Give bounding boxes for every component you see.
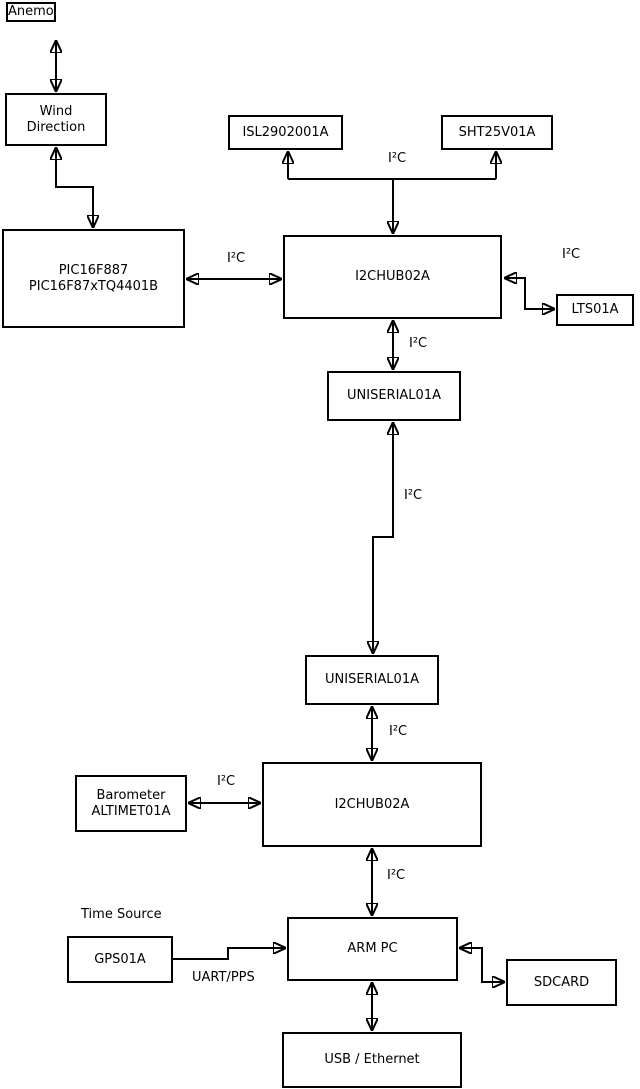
- node-isl2902001a: ISL2902001A: [228, 115, 343, 150]
- edge-label-i2c-hub2-armpc: I²C: [387, 868, 406, 883]
- edge-label-i2c-uniserial-link: I²C: [404, 488, 423, 503]
- node-uniserial01a-1: UNISERIAL01A: [327, 371, 461, 421]
- node-arm-pc: ARM PC: [287, 917, 458, 981]
- edge-label-uart-pps: UART/PPS: [192, 970, 255, 985]
- edge-uniserial1-uniserial2: [373, 422, 393, 654]
- node-sdcard: SDCARD: [506, 959, 617, 1006]
- node-sht25v01a: SHT25V01A: [441, 115, 553, 150]
- edge-label-i2c-pic-hub1: I²C: [227, 251, 246, 266]
- node-barometer-altimet01a: Barometer ALTIMET01A: [75, 775, 187, 832]
- node-pic16f887: PIC16F887 PIC16F87xTQ4401B: [2, 229, 185, 328]
- node-usb-ethernet: USB / Ethernet: [282, 1032, 462, 1088]
- edge-label-i2c-barometer-hub2: I²C: [217, 774, 236, 789]
- node-lts01a: LTS01A: [556, 294, 634, 326]
- node-uniserial01a-2: UNISERIAL01A: [305, 655, 439, 705]
- edge-label-i2c-hub1-uniserial1: I²C: [409, 336, 428, 351]
- node-gps01a: GPS01A: [67, 936, 173, 983]
- caption-time-source: Time Source: [81, 907, 162, 922]
- edge-gps-armpc: [173, 948, 286, 960]
- node-anemo: Anemo: [6, 2, 56, 22]
- edge-i2chub1-lts: [504, 278, 555, 309]
- node-i2chub02a-2: I2CHUB02A: [262, 762, 482, 847]
- node-wind-direction: Wind Direction: [5, 93, 107, 146]
- edge-label-i2c-hub1-lts: I²C: [562, 247, 581, 262]
- edge-label-i2c-uniserial2-hub2: I²C: [389, 724, 408, 739]
- edge-armpc-sdcard: [459, 948, 505, 982]
- edge-wind-pic: [56, 147, 93, 228]
- edge-label-i2c-sensor-branch: I²C: [388, 151, 407, 166]
- node-i2chub02a-1: I2CHUB02A: [283, 235, 502, 319]
